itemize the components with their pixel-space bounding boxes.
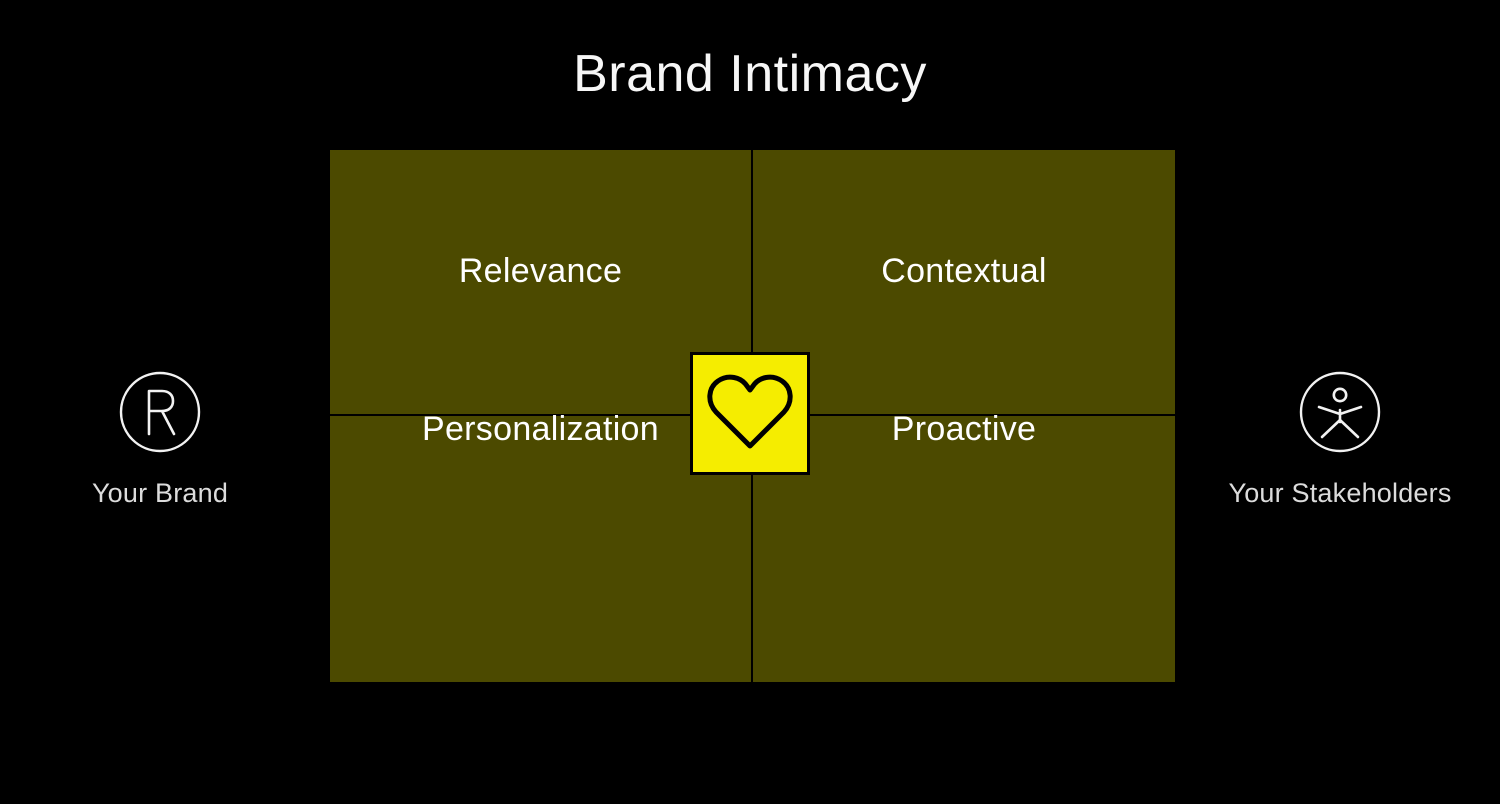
- heart-icon: [706, 374, 794, 454]
- matrix-divider-horizontal-right: [753, 414, 1175, 416]
- matrix-divider-horizontal-left: [330, 414, 751, 416]
- endpoint-your-brand[interactable]: Your Brand: [10, 370, 310, 507]
- quadrant-label-proactive: Proactive: [891, 410, 1037, 448]
- registered-trademark-icon: [118, 370, 202, 454]
- quadrant-personalization[interactable]: Personalization: [330, 412, 751, 682]
- quadrant-label-contextual: Contextual: [881, 252, 1047, 290]
- matrix-divider-vertical-bottom: [751, 416, 753, 682]
- quadrant-contextual[interactable]: Contextual: [753, 150, 1175, 414]
- endpoint-your-stakeholders[interactable]: Your Stakeholders: [1190, 370, 1490, 507]
- endpoint-label-your-stakeholders: Your Stakeholders: [1228, 478, 1452, 508]
- brand-intimacy-matrix: Relevance Contextual Personalization Pro…: [330, 150, 1175, 682]
- center-heart-badge[interactable]: [690, 352, 810, 475]
- endpoint-label-your-brand: Your Brand: [91, 478, 229, 508]
- page-title: Brand Intimacy: [573, 45, 927, 103]
- quadrant-label-personalization: Personalization: [422, 410, 659, 448]
- person-accessibility-icon: [1298, 370, 1382, 454]
- quadrant-proactive[interactable]: Proactive: [753, 412, 1175, 682]
- quadrant-label-relevance: Relevance: [458, 252, 623, 290]
- matrix-divider-vertical-top: [751, 150, 753, 414]
- quadrant-relevance[interactable]: Relevance: [330, 150, 751, 414]
